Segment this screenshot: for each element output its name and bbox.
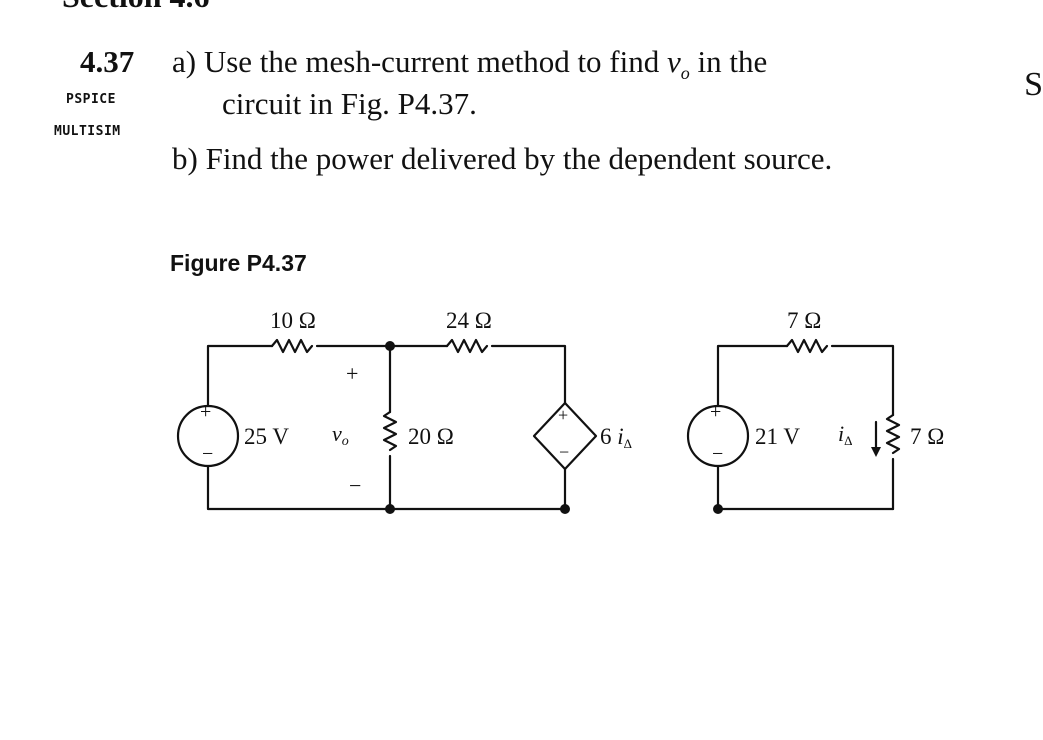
label-7-ohm-right: 7 Ω	[910, 424, 944, 449]
node-bottom-b	[560, 504, 570, 514]
section-heading: Section 4.6	[62, 0, 210, 15]
pspice-label: PSPICE	[66, 92, 116, 107]
resistor-20-ohm	[382, 410, 398, 452]
part-a-text-post: in the	[689, 44, 768, 79]
right-left-wire	[716, 344, 789, 408]
right-top-wire	[830, 344, 895, 417]
left-bottom-wire	[206, 464, 567, 511]
vo-variable: v	[667, 44, 681, 79]
vo-sub: o	[342, 434, 349, 449]
source-25v-minus: −	[202, 443, 213, 465]
source-21v-minus: −	[712, 443, 723, 465]
part-a-line-2: circuit in Fig. P4.37.	[222, 86, 477, 121]
dependent-minus: −	[559, 442, 569, 462]
voltage-source-21v	[686, 404, 750, 468]
problem-number: 4.37	[80, 44, 135, 79]
label-10-ohm: 10 Ω	[270, 308, 316, 333]
label-24-ohm: 24 Ω	[446, 308, 492, 333]
node-bottom-a	[385, 504, 395, 514]
dependent-source-label: 6 iΔ	[600, 424, 632, 451]
label-25v: 25 V	[244, 424, 289, 449]
multisim-label: MULTISIM	[54, 124, 121, 139]
dependent-variable: i	[617, 424, 623, 449]
resistor-7-ohm-top	[785, 338, 829, 354]
resistor-10-ohm	[270, 338, 314, 354]
dependent-coefficient: 6	[600, 424, 617, 449]
part-b-marker: b)	[172, 141, 198, 176]
dependent-subscript: Δ	[624, 436, 632, 451]
part-a-text-pre: Use the mesh-current method to find	[203, 44, 667, 79]
current-subscript: Δ	[844, 433, 852, 448]
vo-subscript: o	[680, 63, 690, 84]
left-top-wire	[206, 344, 274, 408]
node-bottom-c	[713, 504, 723, 514]
vo-plus: +	[346, 361, 358, 386]
label-21v: 21 V	[755, 424, 800, 449]
source-21v-plus: +	[710, 401, 721, 423]
node-top-a	[385, 341, 395, 351]
label-20-ohm: 20 Ω	[408, 424, 454, 449]
vo-symbol: v	[332, 421, 342, 446]
cut-off-letter: S	[1024, 66, 1043, 103]
part-b-line: b) Find the power delivered by the depen…	[172, 141, 832, 177]
voltage-source-25v	[176, 404, 240, 468]
source-25v-plus: +	[200, 401, 211, 423]
resistor-24-ohm	[445, 338, 489, 354]
dependent-plus: +	[558, 405, 568, 425]
current-arrow-head	[871, 447, 881, 457]
vo-minus: −	[349, 473, 361, 498]
part-a-line-1: a) Use the mesh-current method to find v…	[172, 44, 767, 84]
wire-to-dependent-source	[490, 344, 567, 405]
vo-label: vo	[332, 421, 349, 449]
part-b-text: Find the power delivered by the dependen…	[205, 141, 833, 176]
figure-label: Figure P4.37	[170, 250, 307, 276]
label-7-ohm-top: 7 Ω	[787, 308, 821, 333]
current-symbol: i	[838, 421, 844, 446]
part-a-marker: a)	[172, 44, 197, 79]
resistor-7-ohm-right	[885, 413, 901, 455]
current-label: iΔ	[838, 421, 853, 448]
